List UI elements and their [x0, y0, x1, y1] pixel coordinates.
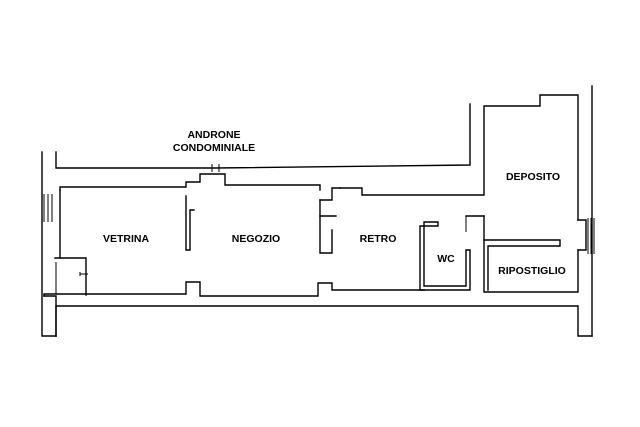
partition-walls: [185, 187, 341, 254]
ripostiglio-room: [483, 215, 579, 293]
vetrina-room: [54, 189, 88, 296]
ripostiglio-label: RIPOSTIGLIO: [498, 265, 566, 277]
retro-label: RETRO: [360, 233, 397, 245]
vetrina-label: VETRINA: [103, 233, 150, 245]
left-outer-wall: [41, 151, 57, 337]
wc-label: WC: [437, 253, 455, 265]
androne-label-line2: CONDOMINIALE: [173, 142, 255, 154]
androne-label-line1: ANDRONE: [187, 129, 240, 141]
base-wall: [55, 305, 593, 337]
front-wall: [43, 281, 425, 337]
negozio-label: NEGOZIO: [232, 233, 280, 245]
unit-perimeter-top: [59, 94, 579, 221]
androne-walls: [55, 103, 471, 172]
deposito-label: DEPOSITO: [506, 171, 560, 183]
right-outer-wall: [577, 85, 595, 337]
wc-room: [419, 215, 485, 291]
